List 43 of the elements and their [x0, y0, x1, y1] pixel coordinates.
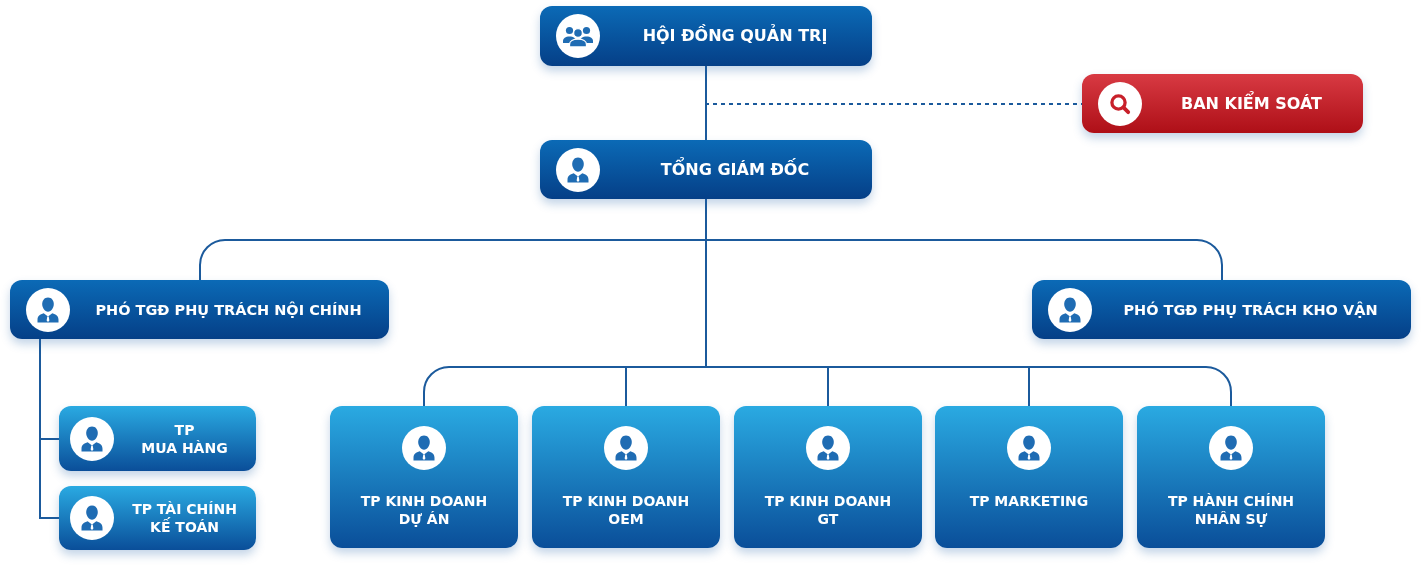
position-box — [10, 280, 389, 339]
connector-line — [705, 103, 707, 141]
connector-line — [224, 239, 707, 241]
connector-line — [705, 239, 1198, 241]
position-box — [1032, 280, 1411, 339]
connector-line — [423, 366, 450, 407]
connector-line — [827, 366, 829, 407]
position-box — [532, 406, 720, 548]
connector-line — [39, 338, 41, 440]
position-box — [734, 406, 922, 548]
connector-line — [38, 517, 60, 519]
connector-line — [38, 438, 60, 440]
connector-line — [705, 198, 707, 241]
connector-line — [448, 366, 627, 368]
connector-line — [705, 65, 707, 105]
position-title: PHÓ TGĐ PHỤ TRÁCH NỘI CHÍNH — [95, 300, 362, 319]
position-box — [330, 406, 518, 548]
position-title: TP KINH DOANH OEM — [562, 492, 690, 528]
connector-line — [1205, 366, 1232, 407]
position-box — [935, 406, 1123, 548]
connector-line — [199, 239, 226, 281]
position-box — [540, 6, 872, 66]
connector-line — [625, 366, 707, 368]
position-title: TP KINH DOANH DỰ ÁN — [360, 492, 488, 528]
position-title: PHÓ TGĐ PHỤ TRÁCH KHO VẬN — [1123, 300, 1378, 319]
connector-line — [1196, 239, 1223, 281]
position-title: TP TÀI CHÍNH KẾ TOÁN — [132, 500, 237, 536]
connector-line — [827, 366, 1030, 368]
connector-line — [39, 438, 41, 519]
position-box — [59, 486, 256, 550]
position-box — [540, 140, 872, 199]
position-box — [1137, 406, 1325, 548]
connector-line — [1028, 366, 1207, 368]
position-box — [1082, 74, 1363, 133]
position-title: TP MUA HÀNG — [141, 420, 228, 457]
connector-line — [625, 366, 627, 407]
position-title: TP HÀNH CHÍNH NHÂN SỰ — [1167, 492, 1295, 528]
position-title: TP MARKETING — [969, 492, 1089, 510]
connector-line — [705, 239, 707, 368]
position-box — [59, 406, 256, 471]
connector-line — [705, 366, 829, 368]
position-title: TP KINH DOANH GT — [764, 492, 892, 528]
connector-line — [1028, 366, 1030, 407]
